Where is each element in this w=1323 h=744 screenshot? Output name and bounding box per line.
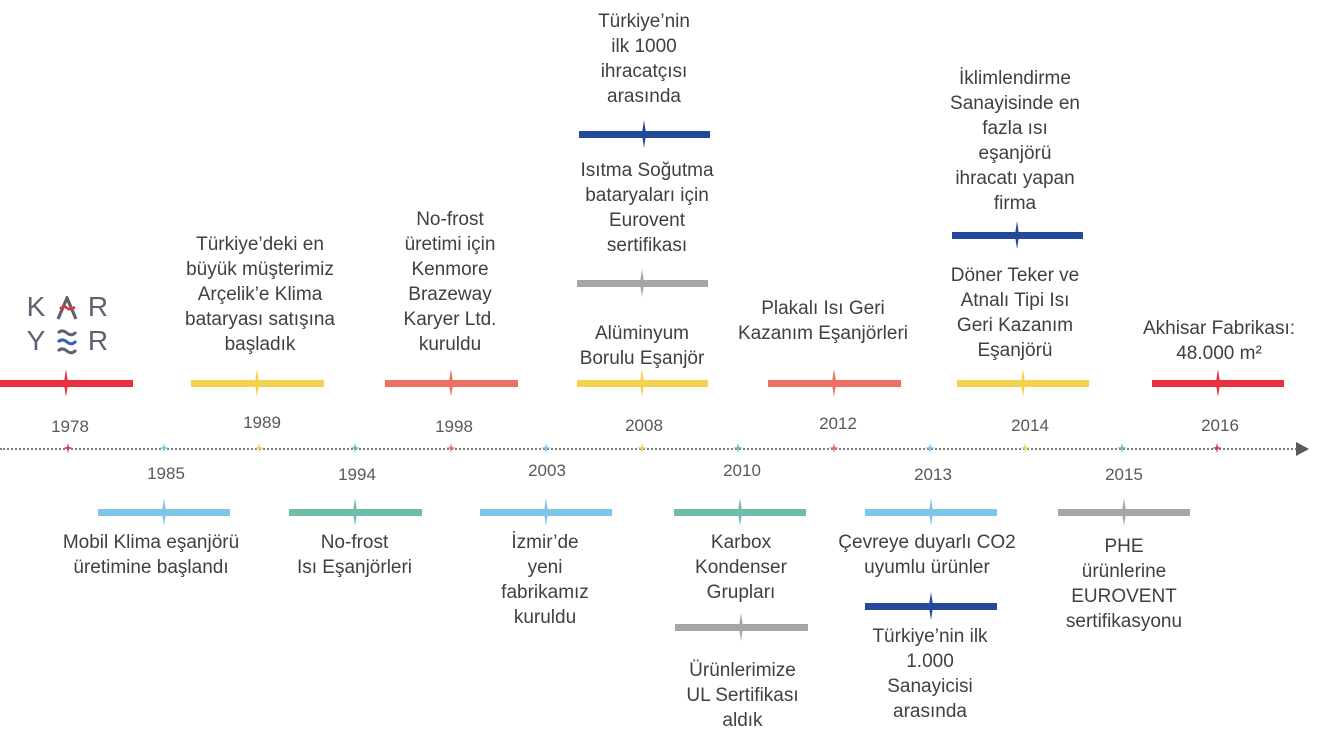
sparkle-icon: [827, 369, 841, 397]
year-label: 2008: [625, 416, 663, 435]
axis-arrow-icon: [1296, 442, 1309, 456]
sparkle-icon: [539, 498, 553, 526]
axis-dot-icon: [159, 443, 169, 453]
karyer-logo: K A R Y E R: [24, 292, 114, 362]
milestone-text-2008-top: Türkiye’nin ilk 1000 ihracatçısı arasınd…: [598, 11, 690, 107]
year-label: 2012: [819, 414, 857, 433]
sparkle-icon: [734, 613, 748, 641]
milestone-text-1998: No-frost üretimi için Kenmore Brazeway K…: [403, 209, 497, 355]
milestone-text-2008-mid: Isıtma Soğutma bataryaları için Eurovent…: [580, 160, 714, 256]
axis-dot-icon: [925, 443, 935, 453]
logo-letter: R: [87, 291, 109, 322]
milestone-text-2008-low: Alüminyum Borulu Eşanjör: [579, 323, 705, 369]
sparkle-icon: [348, 498, 362, 526]
milestone-text-1989: Türkiye’deki en büyük müşterimiz Arçelik…: [185, 234, 335, 355]
sparkle-icon: [1211, 369, 1225, 397]
logo-letter: Y: [26, 325, 46, 356]
milestone-text-2010-a: Karbox Kondenser Grupları: [695, 532, 787, 603]
sparkle-icon: [157, 498, 171, 526]
milestone-text-2014-low: Döner Teker ve Atnalı Tipi Isı Geri Kaza…: [950, 265, 1080, 361]
sparkle-icon: [637, 120, 651, 148]
year-label: 1994: [338, 465, 376, 484]
logo-e-mark-icon: [56, 329, 78, 355]
year-label: 2010: [723, 461, 761, 480]
sparkle-icon: [1010, 221, 1024, 249]
milestone-text-2003: İzmir’de yeni fabrikamız kuruldu: [501, 532, 589, 628]
sparkle-icon: [59, 369, 73, 397]
sparkle-icon: [635, 369, 649, 397]
axis-dot-icon: [350, 443, 360, 453]
year-label: 2003: [528, 461, 566, 480]
year-label: 1978: [51, 417, 89, 436]
logo-a-mark-icon: [56, 296, 78, 320]
logo-letter: K: [26, 291, 46, 322]
milestone-text-2012: Plakalı Isı Geri Kazanım Eşanjörleri: [737, 298, 909, 344]
sparkle-icon: [1016, 369, 1030, 397]
logo-top-row: K A R: [24, 292, 114, 322]
sparkle-icon: [924, 592, 938, 620]
year-label: 2016: [1201, 416, 1239, 435]
year-label: 2014: [1011, 416, 1049, 435]
axis-dot-icon: [733, 443, 743, 453]
axis-dot-icon: [446, 443, 456, 453]
milestone-text-2016: Akhisar Fabrikası: 48.000 m²: [1142, 318, 1296, 364]
year-label: 1989: [243, 413, 281, 432]
axis-dot-icon: [1212, 443, 1222, 453]
year-label: 2013: [914, 465, 952, 484]
milestone-text-2010-b: Ürünlerimize UL Sertifikası aldık: [686, 660, 799, 731]
milestone-text-2014-top: İklimlendirme Sanayisinde en fazla ısı e…: [950, 68, 1080, 214]
axis-dot-icon: [254, 443, 264, 453]
milestone-text-2015: PHE ürünlerine EUROVENT sertifikasyonu: [1065, 536, 1183, 632]
sparkle-icon: [635, 269, 649, 297]
timeline-axis: [0, 448, 1300, 450]
axis-dot-icon: [541, 443, 551, 453]
axis-dot-icon: [829, 443, 839, 453]
milestone-text-1994: No-frost Isı Eşanjörleri: [296, 532, 413, 578]
logo-bottom-row: Y E R: [24, 326, 114, 356]
year-label: 1985: [147, 464, 185, 483]
year-label: 2015: [1105, 465, 1143, 484]
logo-letter: R: [87, 325, 109, 356]
axis-dot-icon: [1117, 443, 1127, 453]
axis-dot-icon: [63, 443, 73, 453]
sparkle-icon: [1117, 498, 1131, 526]
sparkle-icon: [733, 498, 747, 526]
sparkle-icon: [250, 369, 264, 397]
axis-dot-icon: [637, 443, 647, 453]
sparkle-icon: [444, 369, 458, 397]
milestone-text-1985: Mobil Klima eşanjörü üretimine başlandı: [62, 532, 240, 578]
milestone-text-2013-a: Çevreye duyarlı CO2 uyumlu ürünler: [838, 532, 1016, 578]
milestone-text-2013-b: Türkiye’nin ilk 1.000 Sanayicisi arasınd…: [872, 626, 988, 722]
sparkle-icon: [924, 498, 938, 526]
year-label: 1998: [435, 417, 473, 436]
axis-dot-icon: [1020, 443, 1030, 453]
